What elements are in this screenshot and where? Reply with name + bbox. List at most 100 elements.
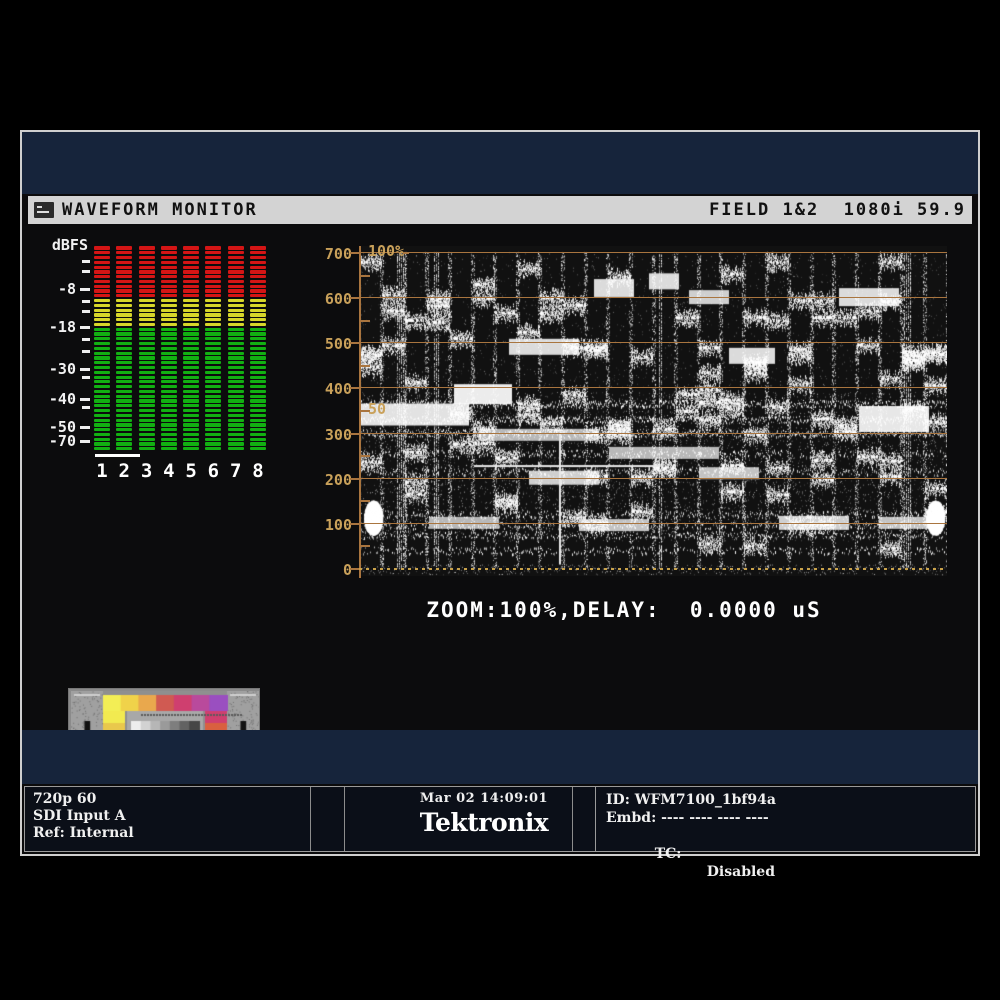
meter-segment — [183, 332, 199, 335]
audio-channel-number[interactable]: 6 — [205, 460, 221, 482]
audio-channel-number[interactable]: 1 — [94, 460, 110, 482]
meter-segment — [139, 251, 155, 254]
format-info-label: FIELD 1&2 1080i 59.9 — [709, 200, 966, 220]
meter-segment — [228, 385, 244, 388]
meter-segment — [116, 304, 132, 307]
meter-segment — [116, 261, 132, 264]
meter-segment — [94, 251, 110, 254]
waveform-axis-tick — [350, 342, 359, 344]
meter-segment — [161, 294, 177, 297]
meter-segment — [161, 399, 177, 402]
meter-segment — [250, 347, 266, 350]
meter-segment — [94, 414, 110, 417]
meter-segment — [116, 442, 132, 445]
meter-segment — [94, 270, 110, 273]
meter-segment — [205, 256, 221, 259]
audio-channel-bar — [161, 246, 177, 452]
waveform-graticule[interactable]: 7006005004003002001000100%50 — [294, 232, 954, 580]
meter-segment — [228, 352, 244, 355]
meter-segment — [205, 404, 221, 407]
meter-segment — [116, 376, 132, 379]
meter-segment — [183, 342, 199, 345]
meter-segment — [228, 261, 244, 264]
waveform-minor-tick — [361, 455, 370, 457]
meter-segment — [94, 246, 110, 249]
meter-segment — [161, 423, 177, 426]
meter-segment — [250, 438, 266, 441]
meter-segment — [161, 376, 177, 379]
meter-segment — [205, 399, 221, 402]
meter-segment — [183, 337, 199, 340]
meter-segment — [205, 318, 221, 321]
meter-segment — [228, 266, 244, 269]
audio-scale-label: -70 — [49, 434, 76, 449]
meter-segment — [250, 304, 266, 307]
meter-segment — [228, 414, 244, 417]
meter-segment — [228, 356, 244, 359]
meter-segment — [183, 347, 199, 350]
audio-scale-tick — [80, 288, 90, 291]
status-timecode-label: TC: — [655, 846, 682, 862]
meter-segment — [161, 361, 177, 364]
meter-segment — [116, 289, 132, 292]
meter-segment — [161, 447, 177, 450]
waveform-axis-tick — [350, 433, 359, 435]
meter-segment — [250, 433, 266, 436]
y-label-text: 300 — [325, 426, 352, 444]
meter-segment — [250, 352, 266, 355]
status-brand-cell: Mar 02 14:09:01 Tektronix — [373, 787, 595, 851]
audio-scale-label: -8 — [58, 282, 76, 297]
meter-segment — [250, 371, 266, 374]
meter-segment — [183, 289, 199, 292]
meter-segment — [94, 309, 110, 312]
waveform-trace-canvas — [359, 246, 947, 576]
meter-segment — [116, 280, 132, 283]
title-bar[interactable]: WAVEFORM MONITOR FIELD 1&2 1080i 59.9 — [28, 196, 972, 224]
meter-segment — [139, 342, 155, 345]
meter-segment — [94, 313, 110, 316]
meter-segment — [139, 256, 155, 259]
meter-segment — [139, 304, 155, 307]
meter-segment — [139, 361, 155, 364]
meter-segment — [94, 266, 110, 269]
meter-segment — [116, 246, 132, 249]
meter-segment — [228, 399, 244, 402]
meter-segment — [228, 289, 244, 292]
status-embedded-audio: Embd: ---- ---- ---- ---- — [606, 809, 965, 827]
meter-segment — [116, 380, 132, 383]
meter-segment — [205, 342, 221, 345]
main-display-area: dBFS-8-18-30-40-50-70 12345678 700600500… — [22, 226, 978, 730]
meter-segment — [183, 414, 199, 417]
meter-segment — [250, 366, 266, 369]
meter-segment — [183, 356, 199, 359]
audio-channel-number[interactable]: 7 — [228, 460, 244, 482]
meter-segment — [94, 395, 110, 398]
audio-channel-number[interactable]: 8 — [250, 460, 266, 482]
meter-segment — [161, 409, 177, 412]
meter-segment — [205, 275, 221, 278]
meter-segment — [116, 256, 132, 259]
picture-thumbnail-test-chart[interactable] — [68, 688, 260, 730]
status-reference: Ref: Internal — [33, 825, 302, 842]
meter-segment — [228, 380, 244, 383]
meter-segment — [139, 404, 155, 407]
meter-segment — [228, 285, 244, 288]
audio-channel-number[interactable]: 2 — [116, 460, 132, 482]
meter-segment — [205, 270, 221, 273]
audio-channel-number[interactable]: 3 — [139, 460, 155, 482]
audio-channel-bar — [139, 246, 155, 452]
meter-segment — [139, 414, 155, 417]
meter-segment — [183, 280, 199, 283]
audio-level-meter[interactable]: dBFS-8-18-30-40-50-70 12345678 — [28, 238, 278, 488]
audio-channel-number[interactable]: 5 — [183, 460, 199, 482]
meter-segment — [183, 256, 199, 259]
meter-segment — [161, 347, 177, 350]
meter-segment — [139, 289, 155, 292]
meter-segment — [250, 289, 266, 292]
audio-unit-label: dBFS — [52, 238, 88, 253]
audio-channel-number[interactable]: 4 — [161, 460, 177, 482]
meter-segment — [94, 438, 110, 441]
meter-segment — [205, 409, 221, 412]
meter-segment — [161, 404, 177, 407]
meter-segment — [183, 419, 199, 422]
